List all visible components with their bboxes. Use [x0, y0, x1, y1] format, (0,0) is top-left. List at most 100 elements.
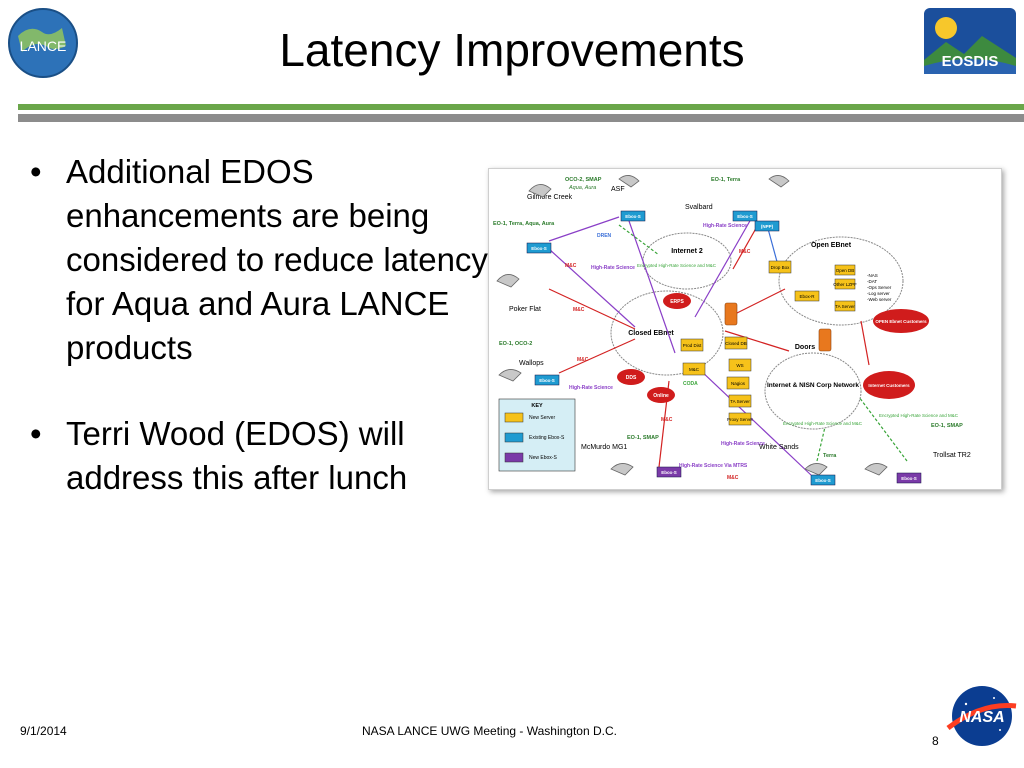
mission-eo1-smap: EO-1, SMAP — [627, 435, 659, 441]
bullet-marker: • — [30, 415, 42, 452]
server-label: Prod Dist — [683, 343, 702, 348]
services-list: -NAS -DAT -Ops Server -Log server -Web s… — [867, 273, 892, 302]
nasa-logo: NASA — [944, 684, 1020, 748]
server-label: Open DB — [836, 268, 855, 273]
server-box — [724, 336, 748, 350]
link-label-mc: M&C — [565, 263, 577, 269]
online-label: Online — [653, 393, 669, 399]
link-label-high-rate: High-Rate Science — [721, 441, 765, 447]
key-swatch-new-ebox — [504, 452, 524, 463]
ebox-box — [534, 374, 560, 386]
link-line — [698, 368, 812, 476]
service-item: -NAS — [867, 273, 878, 278]
server-box — [682, 362, 706, 376]
server-label: Nagios — [731, 381, 746, 386]
site-white-sands: White Sands — [759, 444, 799, 451]
ebox-box — [620, 210, 646, 222]
link-line — [548, 248, 636, 328]
server-group: Prod Dist Closed DB M&C WS Nagios TA Ser… — [680, 260, 857, 426]
antenna-icon — [528, 184, 552, 198]
antenna-icon — [496, 274, 520, 288]
internet-nisn-cloud: Internet & NISN Corp Network — [764, 352, 862, 430]
server-box — [680, 338, 704, 352]
open-ebnet-customers-label: OPEN Ebnet Customers — [875, 319, 927, 324]
ebox-box — [732, 210, 758, 222]
key-title: KEY — [531, 403, 543, 409]
red-nodes: ERPS DDS Online OPEN Ebnet Customers Int… — [617, 293, 929, 403]
internet2-cloud: Internet 2 — [642, 232, 732, 290]
server-box — [728, 394, 752, 408]
link-label-high-rate: High-Rate Science — [591, 265, 635, 271]
link-line — [548, 288, 636, 330]
key-swatch-existing — [504, 432, 524, 443]
server-label: Closed DB — [725, 341, 747, 346]
site-asf: ASF — [611, 186, 625, 193]
bullet-marker: • — [30, 153, 42, 190]
eosdis-logo-text: EOSDIS — [942, 53, 999, 70]
site-trollsat: Trollsat TR2 — [933, 452, 971, 459]
link-line — [618, 224, 660, 256]
server-box — [834, 278, 856, 290]
internet2-label: Internet 2 — [671, 248, 703, 255]
mission-terra: Terra — [823, 453, 837, 459]
link-label-mc: M&C — [573, 307, 585, 313]
link-label-mc: M&C — [661, 417, 673, 423]
link-label-via-mtrs: High-Rate Science Via MTRS — [679, 463, 748, 469]
footer-date: 9/1/2014 — [20, 724, 67, 738]
antenna-icon — [498, 369, 522, 382]
mission-oco2-smap: OCO-2, SMAP — [565, 177, 602, 183]
server-box — [834, 300, 856, 312]
key-new-server: New Server — [529, 415, 555, 421]
site-poker: Poker Flat — [509, 306, 541, 313]
link-label-high-rate: High-Rate Science — [569, 385, 613, 391]
server-label: WS — [736, 363, 743, 368]
antenna-icon — [804, 463, 828, 476]
antenna-icon — [618, 175, 640, 188]
firewall-icon — [818, 328, 832, 352]
link-label-high-rate: High-Rate Science — [703, 223, 747, 229]
ebox-new-box — [896, 472, 922, 484]
ebox-label: Ebox-S — [625, 214, 641, 219]
ebox-label: Ebox-S — [539, 378, 555, 383]
server-label: Other LZPF — [833, 282, 857, 287]
internet-nisn-label: Internet & NISN Corp Network — [767, 382, 859, 389]
diagram-key: KEY New Server Existing Ebox-S New Ebox-… — [498, 398, 576, 472]
eosdis-logo: EOSDIS — [924, 8, 1016, 74]
server-box — [728, 412, 752, 426]
link-line — [558, 338, 636, 374]
link-line — [860, 320, 870, 366]
internet-customers-label: Internet Customers — [868, 383, 910, 388]
link-label-encrypted: Encrypted High-Rate Science and M&C — [783, 421, 863, 426]
mission-eo1-smap-trollsat: EO-1, SMAP — [931, 423, 963, 429]
bullet-list: • Additional EDOS enhancements are being … — [30, 150, 488, 542]
key-swatch-server — [504, 412, 524, 423]
server-box — [794, 290, 820, 302]
link-label-mc: M&C — [727, 475, 739, 481]
mission-eo1-terra: EO-1, Terra — [711, 177, 741, 183]
mission-aqua-aura: Aqua, Aura — [568, 185, 596, 191]
online-node — [647, 387, 675, 403]
ebox-label: Ebox-S — [531, 246, 547, 251]
closed-ebnet-cloud: Closed EBnet — [610, 290, 724, 376]
server-label: M&C — [689, 367, 700, 372]
ebox-new-box — [656, 466, 682, 478]
erps-label: ERPS — [670, 299, 684, 305]
open-ebnet-label: Open EBnet — [811, 242, 852, 249]
link-label-mc: M&C — [739, 249, 751, 255]
ebox-box — [810, 474, 836, 486]
internet-customers-node — [863, 371, 915, 399]
ebox-label: Ebox-S — [901, 476, 917, 481]
server-label: Proxy Server — [727, 417, 754, 422]
erps-node — [663, 293, 691, 309]
link-line — [628, 220, 676, 354]
server-label: TA Server — [835, 304, 855, 309]
lance-logo-text: LANCE — [20, 38, 67, 54]
server-box — [768, 260, 792, 274]
link-label-mc: M&C — [577, 357, 589, 363]
title-rule-gray — [18, 114, 1024, 122]
link-label-encrypted: Encrypted High-Rate Science and M&C — [879, 413, 959, 418]
site-svalbard: Svalbard — [685, 204, 713, 211]
mission-eo1-terra-aqua-aura: EO-1, Terra, Aqua, Aura — [493, 221, 555, 227]
bullet-text: Additional EDOS enhancements are being c… — [66, 153, 488, 366]
service-item: -Ops Server — [867, 285, 892, 290]
